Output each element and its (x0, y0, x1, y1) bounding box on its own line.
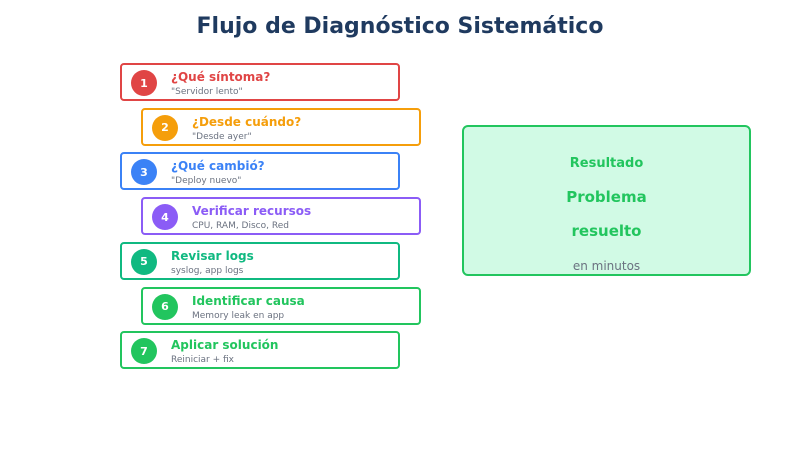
step-description: "Desde ayer" (192, 131, 252, 142)
result-note: en minutos (572, 259, 641, 273)
step-description: "Servidor lento" (171, 87, 243, 97)
step-description: Memory leak en app (192, 310, 285, 321)
step-number: 4 (152, 204, 178, 231)
step-description: "Deploy nuevo" (171, 176, 242, 187)
flow-arrow-icon (257, 279, 265, 285)
step-box-1: 1 ¿Qué síntoma? "Servidor lento" (120, 63, 400, 101)
step-box-5: 5 Revisar logs syslog, app logs (120, 241, 400, 280)
step-title: Identificar causa (192, 293, 305, 308)
step-description: CPU, RAM, Disco, Red (192, 221, 289, 232)
step-number: 6 (152, 293, 178, 320)
step-number: 5 (131, 248, 157, 275)
step-number: 7 (131, 338, 157, 365)
step-title: Verificar recursos (192, 204, 312, 219)
result-line-2: resuelto (571, 222, 642, 240)
step-title: ¿Qué síntoma? (171, 70, 271, 84)
step-title: ¿Desde cuándo? (192, 114, 302, 129)
result-line-1: Problema (566, 188, 647, 206)
flow-arrow-icon (278, 145, 286, 151)
result-box: Resultado Problema resuelto en minutos (462, 125, 751, 276)
diagram-title: Flujo de Diagnóstico Sistemático (196, 14, 604, 39)
step-title: Aplicar solución (171, 338, 279, 353)
flow-arrow-icon (278, 324, 286, 330)
step-number: 3 (131, 159, 157, 186)
step-box-2: 2 ¿Desde cuándo? "Desde ayer" (141, 107, 421, 146)
step-description: syslog, app logs (171, 265, 244, 276)
flow-arrow-icon (257, 190, 265, 196)
step-title: ¿Qué cambió? (171, 159, 265, 174)
step-title: Revisar logs (171, 248, 254, 263)
step-number: 2 (152, 114, 178, 141)
flow-arrow-icon (257, 101, 265, 106)
flow-arrow-icon (278, 235, 286, 241)
result-title: Resultado (569, 156, 644, 171)
step-number: 1 (131, 70, 157, 96)
step-description: Reiniciar + fix (171, 355, 235, 366)
step-box-3: 3 ¿Qué cambió? "Deploy nuevo" (120, 152, 400, 191)
